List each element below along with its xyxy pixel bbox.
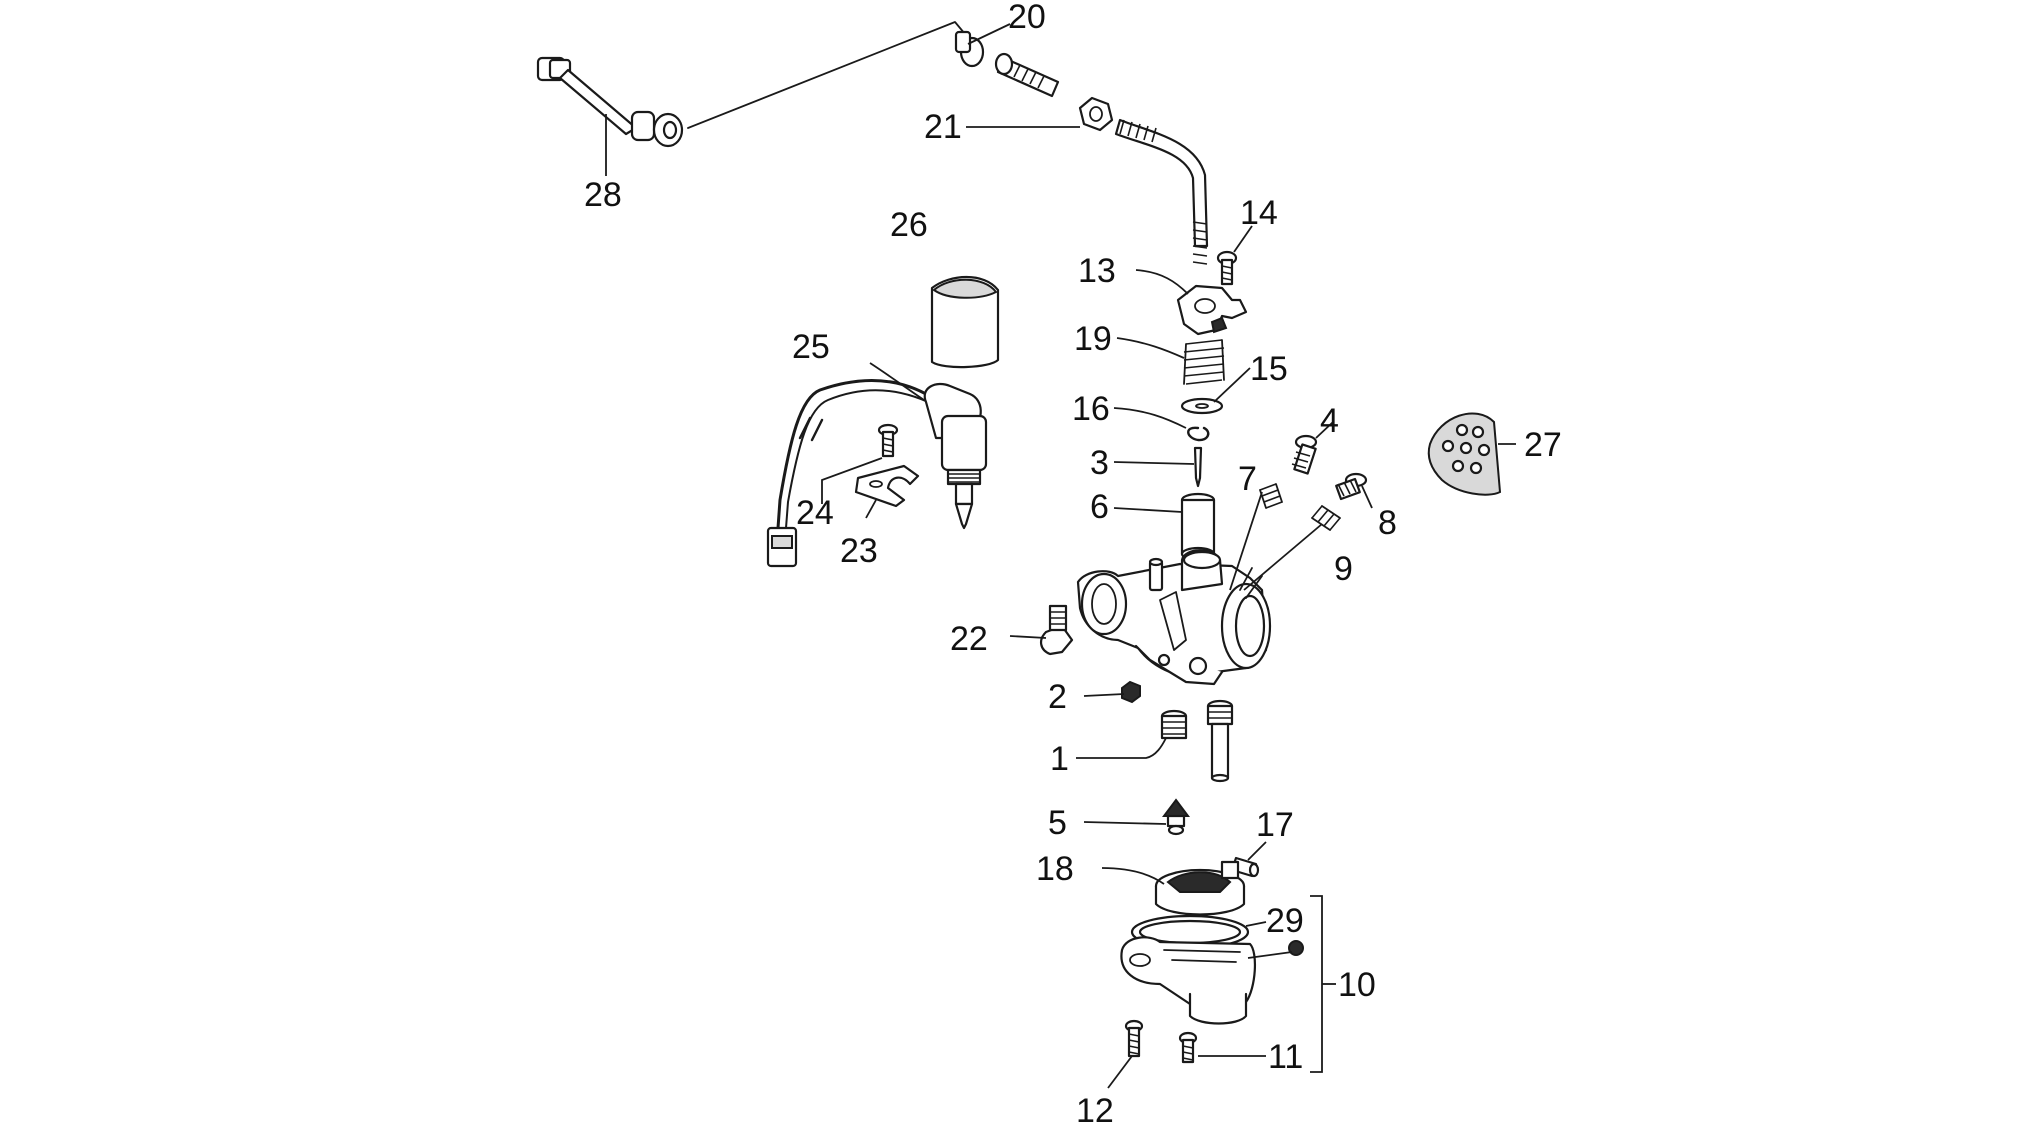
- part-16-circlip: [1187, 426, 1210, 442]
- part-4-screw: [1291, 434, 1318, 475]
- part-23-clamp: [854, 464, 920, 508]
- part-27-gasket: [1427, 412, 1502, 496]
- callout-10: 10: [1338, 966, 1376, 1004]
- callout-17: 17: [1256, 806, 1294, 844]
- part-5-float-needle: [1162, 798, 1190, 836]
- callout-7: 7: [1238, 460, 1257, 498]
- part-22-screw: [1040, 604, 1074, 656]
- callout-18: 18: [1036, 850, 1074, 888]
- part-8-screw: [1335, 472, 1368, 501]
- callout-2: 2: [1048, 678, 1067, 716]
- part-24-screw: [877, 423, 899, 458]
- part-18-float: [1154, 860, 1246, 916]
- part-28-choke-cable: [536, 21, 966, 148]
- part-25-electric-choke: [766, 379, 988, 568]
- callout-19: 19: [1074, 320, 1112, 358]
- callouts: 20 21 28 14 26 13 25 19 15 16 4 27 3 7 2…: [584, 0, 1562, 1124]
- callout-4: 4: [1320, 402, 1339, 440]
- callout-8: 8: [1378, 504, 1397, 542]
- callout-25: 25: [792, 328, 830, 366]
- callout-28: 28: [584, 176, 622, 214]
- callout-3: 3: [1090, 444, 1109, 482]
- part-21-cable-nut: [1078, 96, 1209, 265]
- part-3-needle: [1193, 446, 1203, 488]
- part-29-gasket: [1130, 914, 1250, 950]
- part-26-boot-cap: [930, 276, 1000, 369]
- callout-29: 29: [1266, 902, 1304, 940]
- callout-13: 13: [1078, 252, 1116, 290]
- part-10-float-bowl: [1120, 936, 1304, 1025]
- callout-15: 15: [1250, 350, 1288, 388]
- part-14-screw: [1216, 250, 1238, 286]
- callout-27: 27: [1524, 426, 1562, 464]
- callout-9: 9: [1334, 550, 1353, 588]
- carburetor-body: [1076, 549, 1272, 686]
- part-11-screw: [1178, 1031, 1198, 1064]
- part-15-washer: [1180, 397, 1224, 415]
- emulsion-tube: [1206, 699, 1234, 783]
- callout-23: 23: [840, 532, 878, 570]
- callout-22: 22: [950, 620, 988, 658]
- part-20-cable-adjuster: [954, 30, 1060, 98]
- part-12-screw: [1124, 1019, 1144, 1058]
- part-7-spring: [1259, 483, 1283, 509]
- callout-14: 14: [1240, 194, 1278, 232]
- callout-20: 20: [1008, 0, 1046, 36]
- part-9-spring: [1311, 505, 1341, 531]
- callout-12: 12: [1076, 1092, 1114, 1124]
- callout-11: 11: [1268, 1038, 1303, 1076]
- part-13-cable-bracket: [1176, 284, 1248, 336]
- part-1-jet: [1160, 709, 1188, 740]
- part-19-spring: [1183, 339, 1225, 385]
- part-2-nut: [1121, 680, 1141, 704]
- callout-24: 24: [796, 494, 834, 532]
- callout-16: 16: [1072, 390, 1110, 428]
- callout-1: 1: [1050, 740, 1069, 778]
- callout-26: 26: [890, 206, 928, 244]
- leader-lines: [605, 23, 1516, 1089]
- callout-5: 5: [1048, 804, 1067, 842]
- callout-21: 21: [924, 108, 962, 146]
- callout-6: 6: [1090, 488, 1109, 526]
